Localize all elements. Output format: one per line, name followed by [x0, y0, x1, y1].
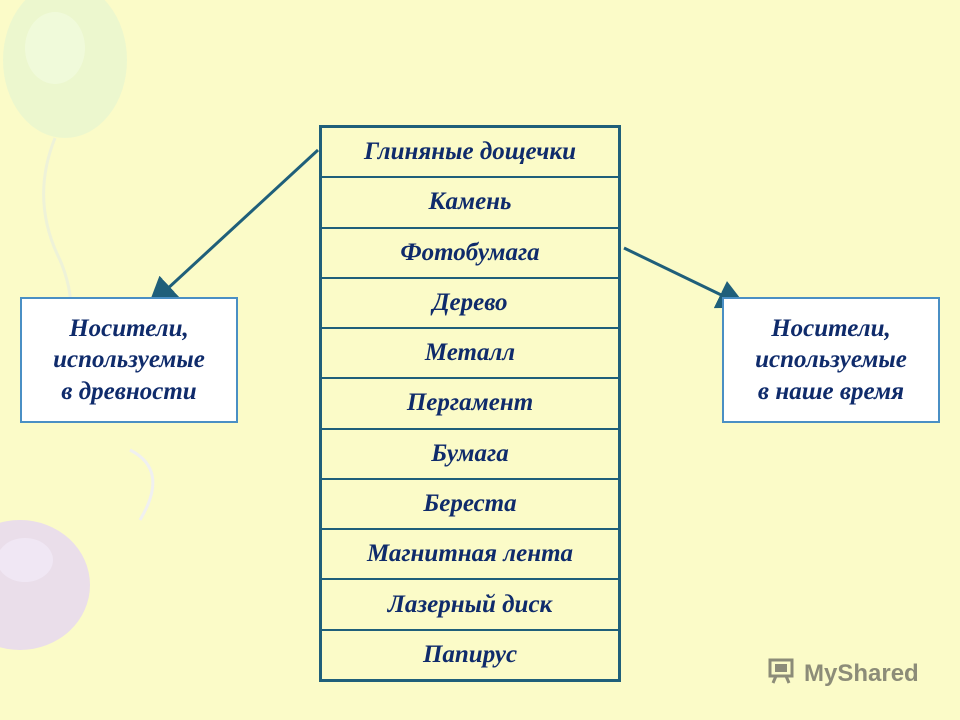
material-row: Пергамент	[322, 379, 618, 430]
material-row: Дерево	[322, 279, 618, 330]
arrow-to-ancient	[147, 148, 320, 308]
material-row: Бумага	[322, 430, 618, 480]
modern-media-box: Носители, используемые в наше время	[722, 297, 940, 423]
material-row: Лазерный диск	[322, 580, 618, 631]
watermark-text: MyShared	[804, 659, 919, 687]
material-row: Металл	[322, 329, 618, 380]
material-row: Папирус	[422, 640, 518, 668]
ancient-media-box: Носители, используемые в древности	[20, 297, 238, 423]
watermark: MyShared	[768, 655, 919, 692]
material-row: Магнитная лента	[322, 530, 618, 581]
material-row: Глиняные дощечки	[322, 128, 618, 179]
material-row: Камень	[322, 178, 618, 229]
material-row: Береста	[322, 480, 618, 531]
arrow-to-modern	[623, 246, 748, 309]
projector-logo-icon	[768, 655, 798, 692]
material-row: Фотобумага	[322, 229, 618, 279]
